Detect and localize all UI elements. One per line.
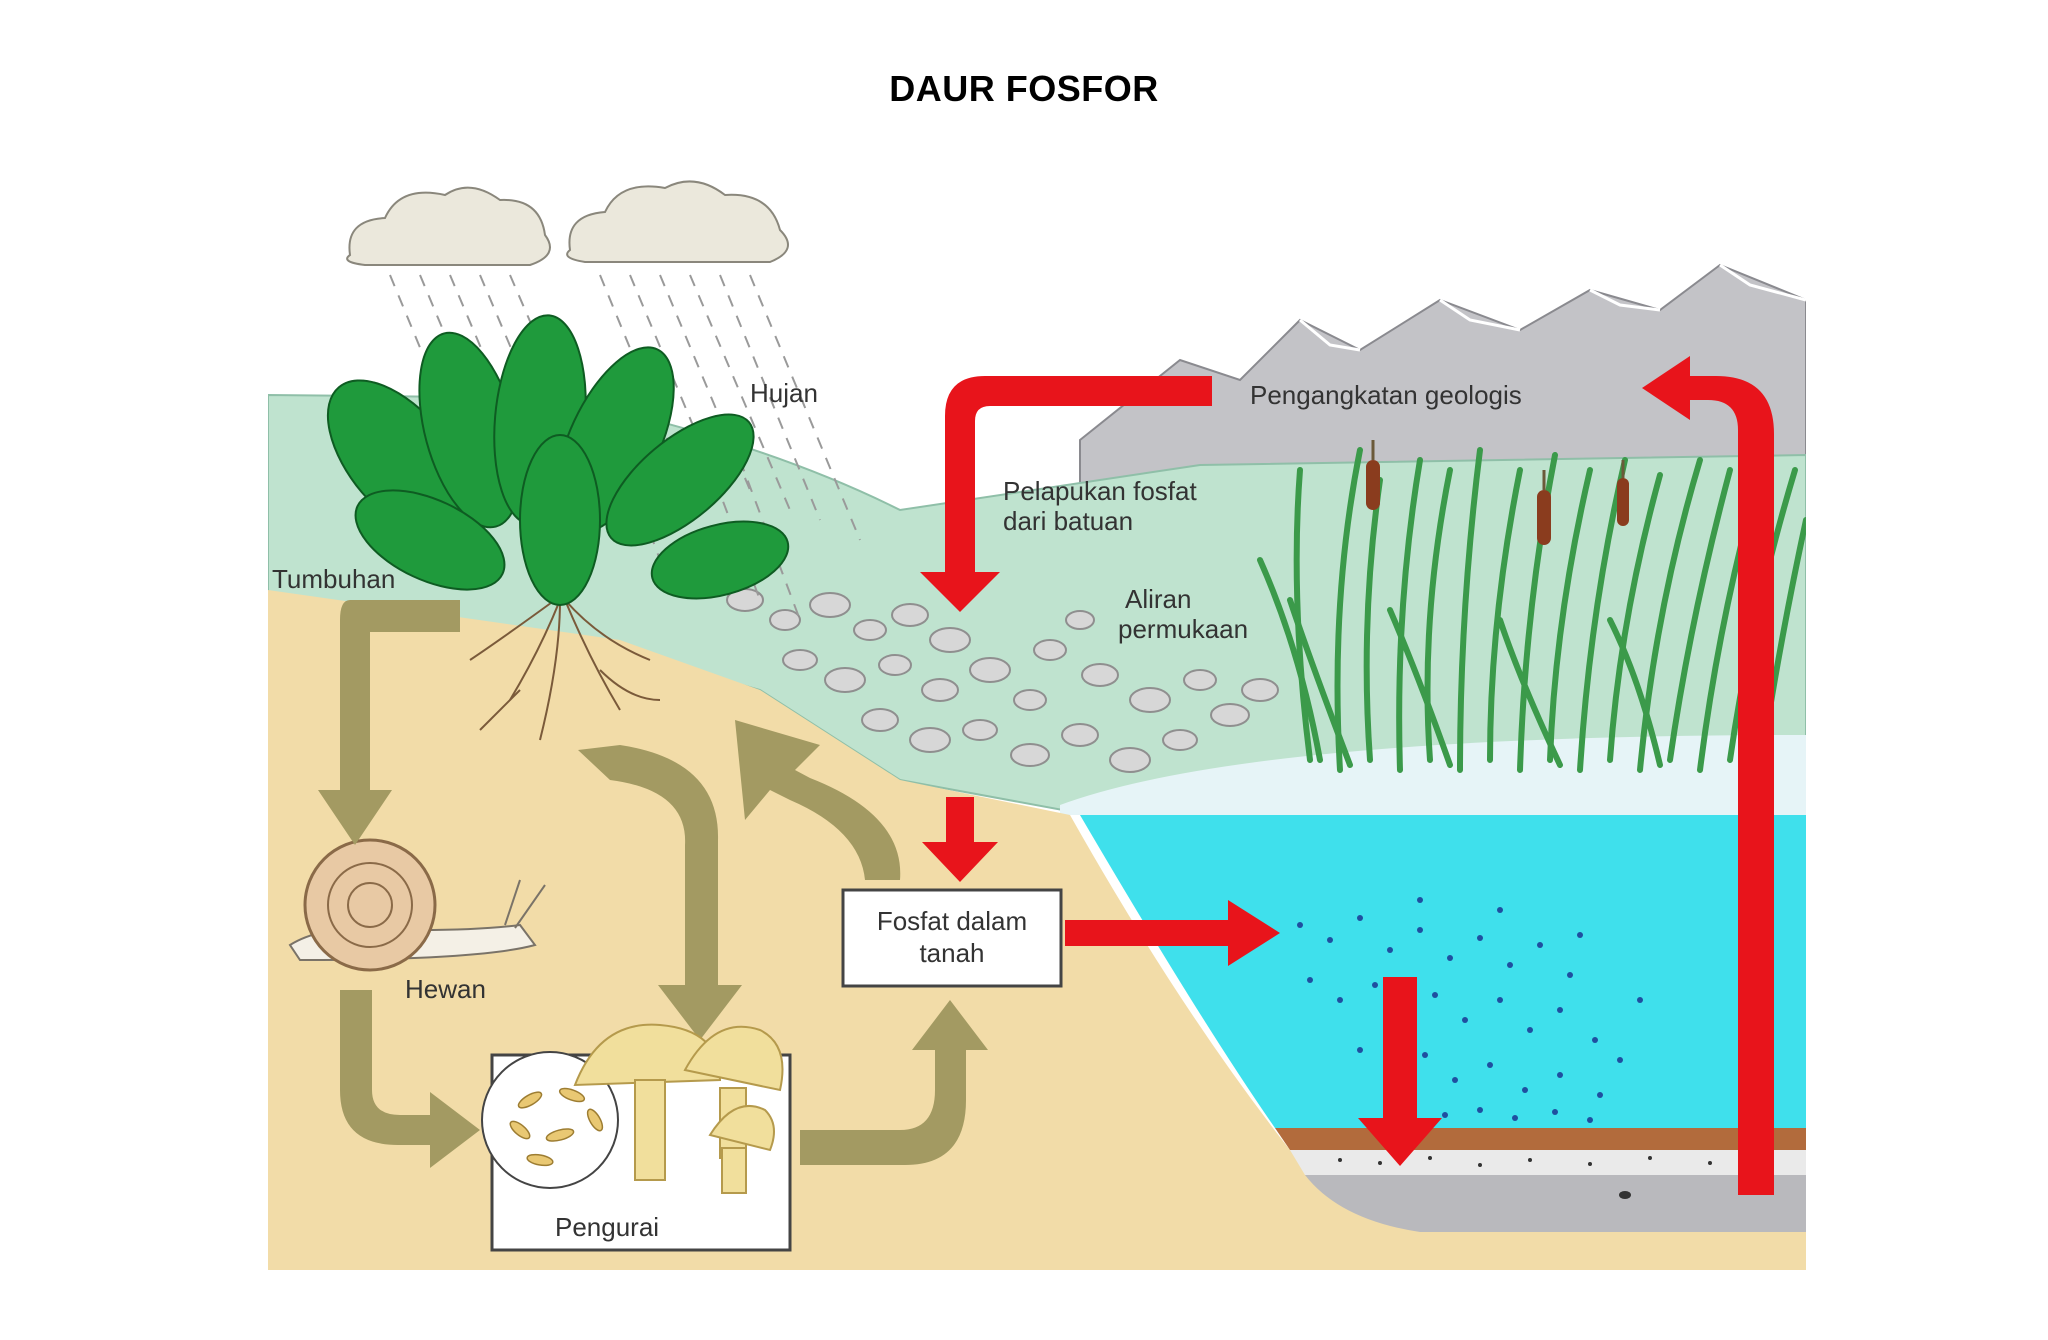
- arrow-water-to-sediment: [1358, 977, 1442, 1166]
- diagram-title: DAUR FOSFOR: [889, 68, 1159, 109]
- olive-arrows: [318, 600, 988, 1168]
- red-arrows: [920, 356, 1774, 1195]
- pebbles: [726, 588, 1279, 773]
- sediment-layer: [1275, 1128, 1806, 1150]
- arrow-sediment-to-uplift: [1642, 356, 1774, 1195]
- arrow-animal-to-decomposer: [340, 990, 480, 1168]
- label-animal: Hewan: [405, 974, 486, 1004]
- riverbank: [1060, 735, 1806, 815]
- arrow-plant-to-decomposer: [578, 745, 742, 1040]
- decomposer-box: [481, 1023, 792, 1252]
- label-rain: Hujan: [750, 378, 818, 408]
- soil-phosphate-box: [841, 888, 1063, 988]
- arrow-soil-to-water: [1065, 900, 1280, 966]
- arrow-uplift-to-weathering: [920, 376, 1212, 612]
- sediment-gravel: [1290, 1150, 1806, 1175]
- dissolved-phosphate-particles: [1297, 897, 1643, 1123]
- label-weathering-line1: Pelapukan fosfat: [1003, 476, 1197, 506]
- label-weathering-line2: dari batuan: [1003, 506, 1133, 536]
- snail: [288, 838, 546, 972]
- water-body: [1080, 815, 1806, 1128]
- label-uplift: Pengangkatan geologis: [1250, 380, 1522, 410]
- label-runoff-line1: Aliran: [1125, 584, 1191, 614]
- cattails: [1366, 460, 1629, 545]
- label-soil-phosphate-line1: Fosfat dalam: [877, 906, 1027, 936]
- label-runoff-line2: permukaan: [1118, 614, 1248, 644]
- clouds: [346, 180, 789, 266]
- arrow-weathering-to-soil: [922, 797, 998, 882]
- bedrock: [1305, 1175, 1806, 1232]
- mountain-range: [1079, 263, 1806, 521]
- label-plant: Tumbuhan: [272, 564, 395, 594]
- label-decomposer: Pengurai: [555, 1212, 659, 1242]
- arrow-plant-to-animal: [318, 600, 460, 845]
- arrow-decomposer-to-soil: [800, 1000, 988, 1165]
- label-soil-phosphate-line2: tanah: [919, 938, 984, 968]
- plant: [326, 314, 790, 741]
- arrow-soil-to-plant: [735, 720, 901, 880]
